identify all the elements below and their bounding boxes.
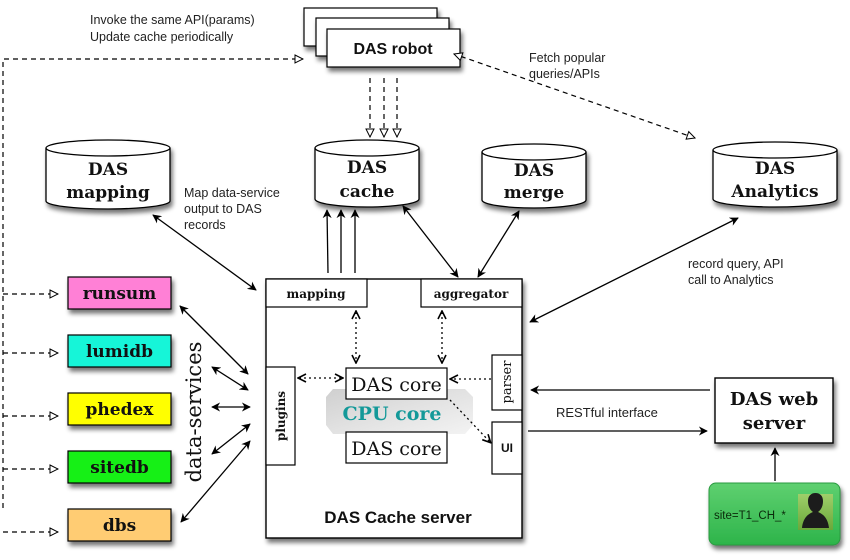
robot-to-cache-arrows	[370, 78, 397, 137]
internal-connections	[299, 312, 491, 442]
service-dbs[interactable]: dbs	[67, 508, 172, 542]
plugins-module[interactable]	[265, 366, 296, 466]
parser-module-label: parser	[500, 360, 515, 404]
db-das-cache[interactable]	[314, 139, 420, 208]
service-sitedb[interactable]: sitedb	[67, 450, 172, 484]
service-lumidb-label: lumidb	[86, 342, 153, 362]
db-das-merge-line1: DAS	[514, 161, 554, 181]
robot-invoke-label-1: Invoke the same API(params)	[90, 13, 255, 27]
das-core-bottom[interactable]	[345, 431, 448, 464]
map-output-label-2: output to DAS	[184, 202, 262, 216]
db-das-analytics-line2: Analytics	[730, 182, 818, 202]
map-output-label-1: Map data-service	[184, 186, 280, 200]
das-robot[interactable]: DAS robot	[303, 7, 461, 68]
das-core-top[interactable]	[345, 367, 448, 400]
db-das-mapping-line1: DAS	[88, 160, 128, 180]
das-core-top-label: DAS core	[351, 374, 441, 396]
record-query-label-2: call to Analytics	[688, 273, 773, 287]
fetch-popular-label-1: Fetch popular	[529, 51, 605, 65]
data-services-list: runsum lumidb phedex sitedb dbs	[67, 276, 172, 542]
service-phedex[interactable]: phedex	[67, 392, 172, 426]
parser-module[interactable]	[491, 354, 523, 411]
fetch-popular-label-2: queries/APIs	[529, 67, 600, 81]
das-web-server-line2: server	[743, 413, 806, 434]
user-avatar-icon	[798, 493, 833, 530]
db-das-merge-line2: merge	[504, 183, 565, 203]
service-runsum[interactable]: runsum	[67, 276, 172, 310]
db-das-mapping[interactable]	[45, 139, 171, 210]
aggregator-module-label: aggregator	[434, 287, 509, 301]
ui-module[interactable]	[491, 421, 523, 475]
db-das-mapping-line2: mapping	[66, 183, 150, 203]
db-das-analytics-line1: DAS	[755, 159, 795, 179]
robot-invoke-label-2: Update cache periodically	[90, 30, 234, 44]
das-web-server[interactable]	[714, 377, 834, 444]
service-phedex-label: phedex	[86, 400, 155, 420]
cache-server-title: DAS Cache server	[324, 508, 472, 527]
das-core-bottom-label: DAS core	[351, 438, 441, 460]
map-output-label-3: records	[184, 218, 226, 232]
das-web-server-line1: DAS web	[730, 389, 818, 410]
record-query-label-1: record query, API	[688, 257, 784, 271]
db-das-cache-line1: DAS	[347, 158, 387, 178]
mapping-module-label: mapping	[287, 287, 347, 301]
user-query-text: site=T1_CH_*	[714, 510, 786, 522]
data-services-label: data-services	[182, 342, 206, 483]
service-dbs-label: dbs	[103, 516, 136, 536]
das-robot-label: DAS robot	[353, 41, 433, 58]
cpu-core-label: CPU core	[343, 403, 442, 425]
plugins-module-label: plugins	[274, 391, 288, 441]
service-sitedb-label: sitedb	[90, 458, 149, 478]
fetch-popular-arrow	[454, 54, 695, 138]
db-das-analytics[interactable]	[712, 141, 838, 208]
service-runsum-label: runsum	[83, 284, 157, 304]
db-das-cache-line2: cache	[340, 182, 395, 202]
cpu-core-shape	[326, 389, 473, 434]
user-query-box[interactable]: site=T1_CH_*	[708, 482, 841, 546]
ui-module-label: UI	[501, 441, 513, 455]
restful-interface-label: RESTful interface	[556, 405, 658, 420]
aggregator-module[interactable]	[420, 278, 523, 308]
service-connections	[179, 305, 251, 523]
db-das-merge[interactable]	[481, 143, 587, 209]
service-lumidb[interactable]: lumidb	[67, 334, 172, 368]
restful-connections	[528, 385, 710, 436]
robot-invoke-bus	[2, 59, 303, 532]
mapping-module[interactable]	[265, 278, 368, 308]
db-connections	[152, 205, 739, 323]
